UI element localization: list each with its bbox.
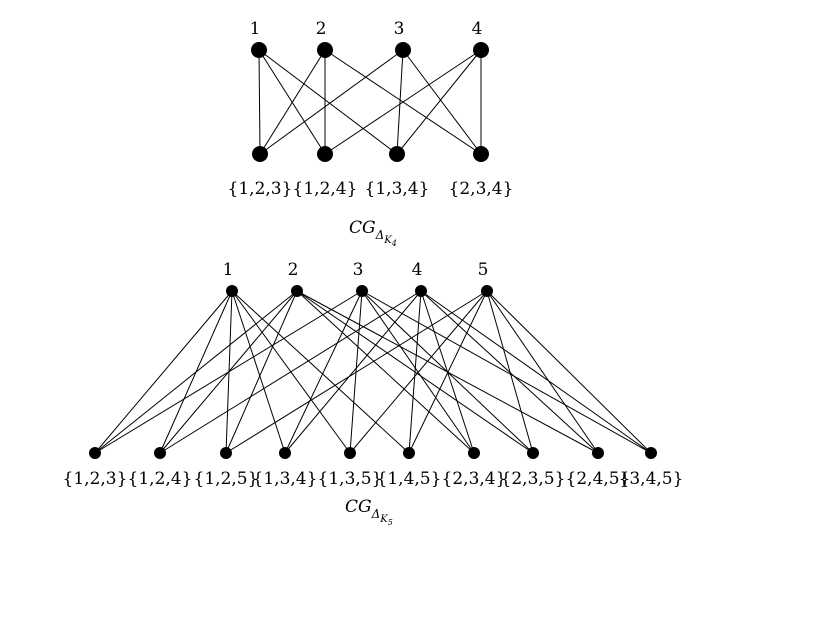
- top-node-1: [226, 285, 238, 297]
- edge-3-{3,4,5}: [361, 290, 652, 454]
- edge-2-{1,2,3}: [259, 49, 326, 155]
- bottom-node: [154, 447, 166, 459]
- edge-3-{1,2,3}: [94, 290, 363, 454]
- edge-5-{3,4,5}: [486, 290, 652, 454]
- edge-1-{1,2,3}: [94, 290, 233, 454]
- bottom-node: [344, 447, 356, 459]
- bottom-node-label: {1,3,4}: [365, 179, 430, 199]
- top-node-label: 3: [394, 19, 405, 39]
- top-node-3: [395, 42, 411, 58]
- nodes-k4: [251, 42, 489, 162]
- edge-4-{1,3,4}: [396, 49, 482, 155]
- top-node-4: [473, 42, 489, 58]
- edge-1-{1,3,4}: [231, 290, 286, 454]
- bottom-node-label: {2,3,4}: [442, 469, 507, 489]
- edge-1-{1,3,4}: [258, 49, 398, 155]
- top-node-4: [415, 285, 427, 297]
- edge-3-{1,3,4}: [396, 49, 404, 155]
- bottom-node-label: {1,2,4}: [293, 179, 358, 199]
- top-node-label: 1: [250, 19, 261, 39]
- bottom-node: [317, 146, 333, 162]
- edge-2-{1,2,5}: [225, 290, 298, 454]
- edge-5-{1,2,5}: [225, 290, 488, 454]
- bottom-node-label: {1,3,5}: [318, 469, 383, 489]
- edge-5-{1,3,5}: [349, 290, 488, 454]
- edge-1-{1,2,3}: [258, 49, 261, 155]
- graph-k5: 1 2 3 4 5 {1,2,3}{1,2,4}{1,2,5}{1,3,4}{1,3,5}…: [63, 260, 684, 527]
- top-node-label: 2: [288, 260, 299, 280]
- edge-5-{2,4,5}: [486, 290, 599, 454]
- top-node-1: [251, 42, 267, 58]
- edges-k4: [258, 49, 482, 155]
- bottom-node: [403, 447, 415, 459]
- bottom-node: [389, 146, 405, 162]
- bottom-node: [468, 447, 480, 459]
- top-node-2: [291, 285, 303, 297]
- caption-k5: CGΔK5: [345, 497, 393, 527]
- bottom-node-label: {2,3,5}: [501, 469, 566, 489]
- bottom-node-label: {2,4,5}: [566, 469, 631, 489]
- bottom-node: [473, 146, 489, 162]
- caption-k4: CGΔK4: [349, 218, 397, 248]
- top-node-label: 1: [223, 260, 234, 280]
- edge-3-{1,2,3}: [259, 49, 404, 155]
- top-node-label: 4: [412, 260, 423, 280]
- bottom-node-label: {1,2,3}: [228, 179, 293, 199]
- edge-4-{1,2,4}: [159, 290, 422, 454]
- edge-4-{1,3,4}: [284, 290, 422, 454]
- top-node-label: 2: [316, 19, 327, 39]
- bottom-node: [89, 447, 101, 459]
- bottom-node-label: {1,2,4}: [128, 469, 193, 489]
- edge-3-{1,3,4}: [284, 290, 363, 454]
- labels-k4: 1 2 3 4 {1,2,3}{1,2,4} {1,3,4} {2,3,4}: [228, 19, 514, 199]
- edge-4-{3,4,5}: [420, 290, 652, 454]
- edge-4-{1,4,5}: [408, 290, 422, 454]
- edge-5-{2,3,5}: [486, 290, 534, 454]
- bottom-node-label: {1,2,3}: [63, 469, 128, 489]
- edge-4-{1,2,4}: [324, 49, 482, 155]
- top-node-2: [317, 42, 333, 58]
- nodes-k5: [89, 285, 657, 459]
- top-node-label: 3: [353, 260, 364, 280]
- bottom-node: [279, 447, 291, 459]
- bottom-node-label: {1,3,4}: [253, 469, 318, 489]
- top-node-5: [481, 285, 493, 297]
- bottom-node: [220, 447, 232, 459]
- edge-2-{1,2,3}: [94, 290, 298, 454]
- bottom-node-label: {3,4,5}: [619, 469, 684, 489]
- bottom-node: [592, 447, 604, 459]
- bottom-node: [645, 447, 657, 459]
- edge-5-{1,4,5}: [408, 290, 488, 454]
- edge-3-{2,3,4}: [402, 49, 482, 155]
- bottom-node: [252, 146, 268, 162]
- bottom-node-label: {1,2,5}: [194, 469, 259, 489]
- bottom-node: [527, 447, 539, 459]
- edge-1-{1,4,5}: [231, 290, 410, 454]
- bottom-node-label: {2,3,4}: [449, 179, 514, 199]
- edge-2-{2,3,4}: [296, 290, 475, 454]
- bottom-node-label: {1,4,5}: [377, 469, 442, 489]
- labels-k5: 1 2 3 4 5 {1,2,3}{1,2,4}{1,2,5}{1,3,4}{1,3,5}…: [63, 260, 684, 489]
- top-node-3: [356, 285, 368, 297]
- graph-k4: 1 2 3 4 {1,2,3}{1,2,4} {1,3,4} {2,3,4} CGΔK4: [228, 19, 514, 248]
- top-node-label: 5: [478, 260, 489, 280]
- edges-k5: [94, 290, 652, 454]
- top-node-label: 4: [472, 19, 483, 39]
